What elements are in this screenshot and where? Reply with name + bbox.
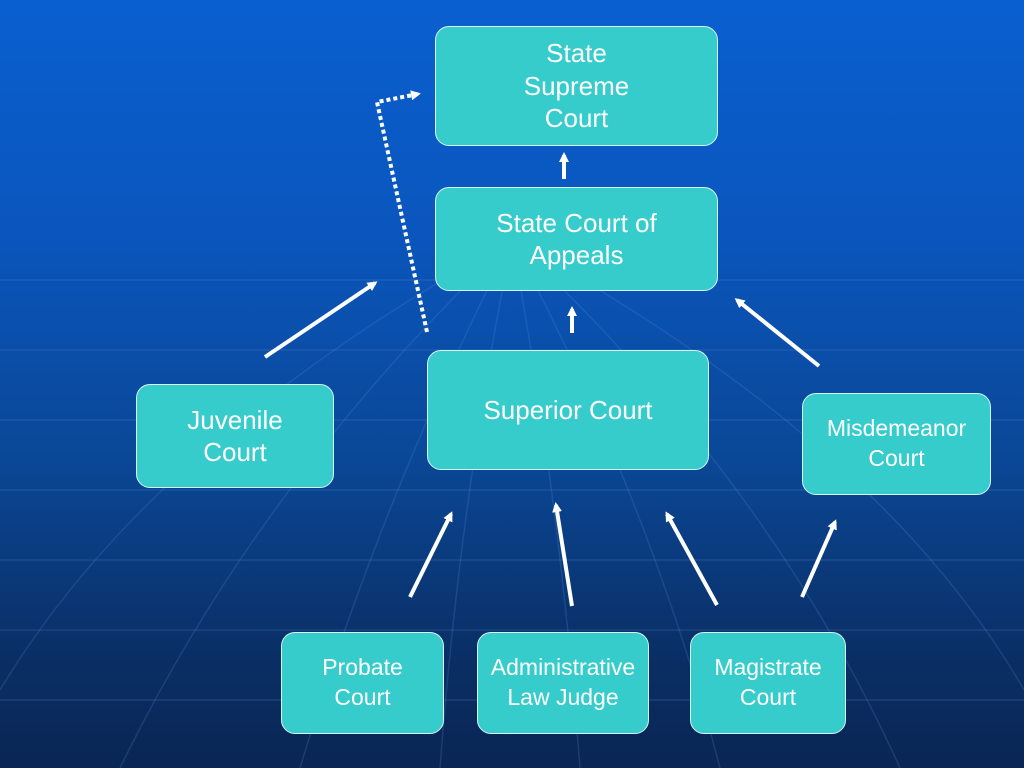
probate-court-label: Probate Court <box>322 654 403 710</box>
arrow-magistrate-to-superior <box>665 511 719 606</box>
superior-court-box: Superior Court <box>427 350 709 470</box>
arrow-magistrate-to-misdemeanor <box>800 519 837 598</box>
arrow-misdemeanor-to-appeals <box>734 298 821 368</box>
probate-court-box: Probate Court <box>281 632 444 734</box>
administrative-law-judge-box: Administrative Law Judge <box>477 632 649 734</box>
state-supreme-court-label: State Supreme Court <box>523 38 630 134</box>
arrow-probate-to-superior <box>408 511 453 598</box>
magistrate-court-label: Magistrate Court <box>714 654 822 710</box>
misdemeanor-court-box: Misdemeanor Court <box>802 393 991 495</box>
administrative-law-judge-label: Administrative Law Judge <box>490 654 636 710</box>
arrow-adminlaw-to-superior <box>552 502 574 607</box>
juvenile-court-box: Juvenile Court <box>136 384 334 488</box>
state-court-of-appeals-label: State Court of Appeals <box>496 207 657 271</box>
misdemeanor-court-label: Misdemeanor Court <box>826 415 967 471</box>
magistrate-court-box: Magistrate Court <box>690 632 846 734</box>
superior-court-label: Superior Court <box>483 394 653 425</box>
arrow-superior-to-supreme-dotted <box>374 90 429 333</box>
state-supreme-court-box: State Supreme Court <box>435 26 718 146</box>
state-court-of-appeals-box: State Court of Appeals <box>435 187 718 291</box>
juvenile-court-label: Juvenile Court <box>187 404 283 468</box>
arrow-juvenile-to-appeals <box>263 281 378 359</box>
